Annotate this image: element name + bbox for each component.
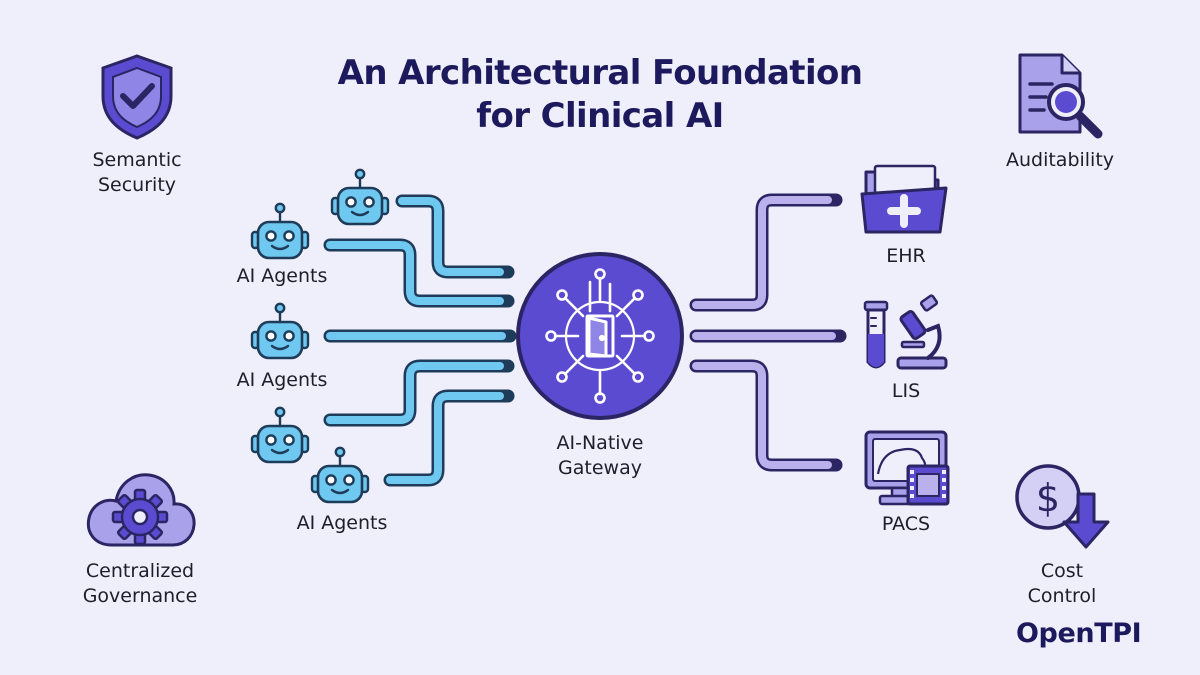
semantic-security-label: Semantic Security [92, 149, 182, 196]
folder-medical-icon [860, 164, 948, 234]
pacs-label: PACS [881, 513, 931, 535]
agent-robot-icon [250, 202, 310, 260]
auditability-label: Auditability [1005, 149, 1115, 171]
door-icon [585, 314, 615, 358]
gateway-hub [516, 252, 684, 420]
cloud-gear-icon [86, 473, 196, 547]
cost-control-label: Cost Control [1027, 560, 1097, 607]
document-search-icon [1018, 53, 1103, 139]
ehr-label: EHR [886, 245, 926, 267]
title-line-1: An Architectural Foundation [337, 53, 863, 93]
shield-icon [101, 54, 173, 140]
agent-robot-icon [250, 302, 310, 360]
lab-microscope-icon [863, 294, 948, 370]
imaging-monitor-icon [864, 430, 950, 506]
brand-logo-text: OpenTPI [1016, 618, 1142, 649]
gateway-label: AI-Native Gateway [556, 432, 644, 479]
agents-label-bottom: AI Agents [296, 512, 388, 534]
agent-robot-icon [310, 446, 370, 504]
agents-label-middle: AI Agents [236, 369, 328, 391]
lis-label: LIS [891, 380, 921, 402]
page-title: An Architectural Foundation for Clinical… [250, 52, 950, 138]
svg-text:$: $ [1036, 476, 1060, 520]
agents-label-top: AI Agents [236, 265, 328, 287]
agent-robot-icon [330, 168, 390, 226]
agent-robot-icon [250, 406, 310, 464]
title-line-2: for Clinical AI [476, 96, 724, 136]
centralized-governance-label: Centralized Governance [82, 560, 198, 607]
cost-down-icon: $ [1015, 464, 1110, 549]
